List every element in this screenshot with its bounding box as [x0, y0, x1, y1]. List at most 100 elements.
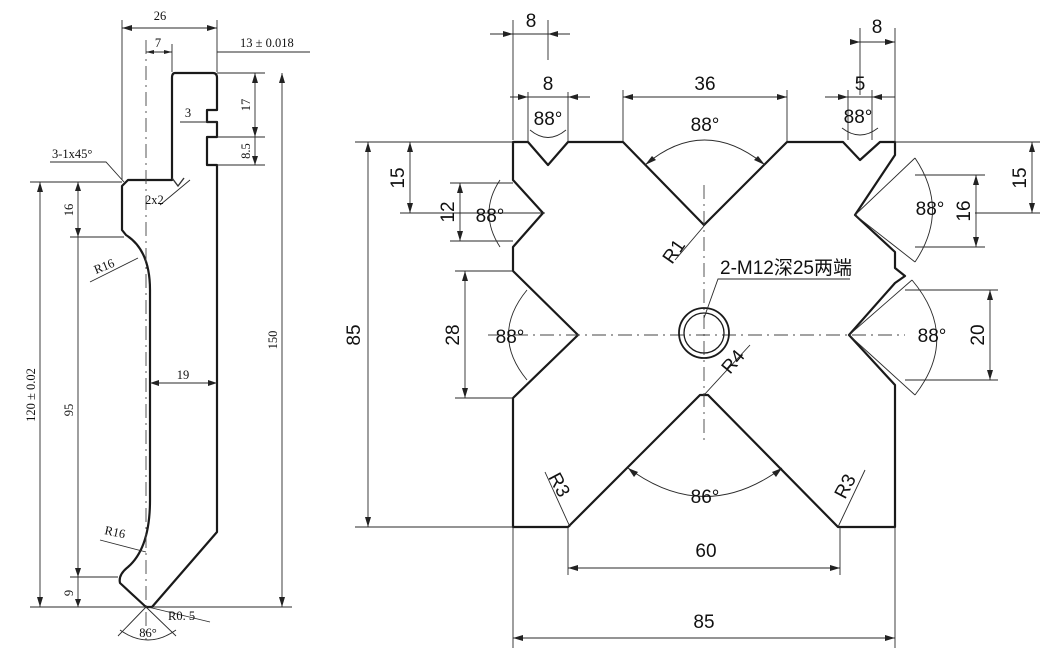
arrow	[150, 380, 159, 386]
front-radius-bottom-left: R3	[544, 469, 574, 500]
arrow	[252, 73, 258, 83]
ext-line	[848, 279, 913, 336]
arc-angle	[841, 127, 879, 136]
leader-r3-right	[837, 469, 866, 528]
side-dim-r-lower: R16	[103, 523, 126, 541]
arrow	[885, 635, 895, 641]
side-dim-r-upper: R16	[92, 256, 117, 277]
side-profile-outline	[118, 71, 219, 609]
side-groove	[171, 177, 185, 188]
leader-groove	[159, 179, 191, 206]
arrow	[75, 599, 81, 607]
arrow	[75, 568, 81, 577]
arc-angle	[627, 467, 783, 497]
arrow	[628, 468, 638, 477]
arrow	[772, 468, 782, 477]
arrow	[37, 182, 43, 192]
arc-angle	[911, 279, 938, 396]
threaded-hole-outer	[678, 307, 730, 359]
arrow	[457, 231, 463, 241]
arrow	[518, 94, 528, 100]
arc-angle	[914, 157, 933, 263]
arc-angle	[529, 129, 567, 138]
arrow	[1029, 142, 1035, 152]
front-dim-left-lower-opening: 28	[443, 324, 464, 345]
leader-r3-left	[544, 471, 571, 528]
front-dim-right-lower-opening: 20	[968, 324, 989, 345]
arrow	[75, 182, 81, 191]
arrow	[164, 50, 172, 54]
ext-line	[145, 606, 177, 637]
side-dim-width: 26	[154, 9, 167, 23]
side-dim-offset: 7	[155, 36, 161, 50]
arrow	[457, 183, 463, 193]
front-thread-note: 2-M12深25两端	[720, 257, 852, 279]
arrow	[208, 380, 217, 386]
arrow	[462, 271, 468, 281]
arrow	[37, 597, 43, 607]
leader-thread	[703, 278, 850, 319]
ext-line	[854, 157, 916, 216]
arrow	[1029, 203, 1035, 213]
arrow	[872, 94, 882, 100]
arrow	[777, 94, 787, 100]
ext-line	[854, 214, 916, 263]
leader-tip-radius	[147, 606, 211, 623]
arc-angle	[644, 139, 766, 166]
front-angle-top-right: 88°	[844, 107, 873, 128]
front-dim-right-upper-opening: 16	[954, 200, 975, 221]
front-dim-bottom-opening: 60	[695, 541, 716, 562]
side-dim-top-band: 16	[62, 204, 76, 217]
arrow	[830, 565, 840, 571]
front-radius-bottom-right: R3	[831, 471, 861, 502]
side-dim-body-width: 19	[177, 368, 190, 382]
arrow	[122, 25, 132, 31]
front-dim-left-upper-opening: 12	[438, 201, 459, 222]
front-block-outline	[511, 140, 907, 529]
arrow	[365, 142, 371, 152]
front-radius-top-center: R1	[659, 236, 690, 268]
ext-line	[848, 334, 916, 396]
threaded-hole-inner	[683, 312, 725, 354]
arrow	[973, 237, 979, 247]
leader-r4	[703, 344, 751, 396]
side-dim-groove: 2x2	[145, 193, 164, 207]
front-angle-top-center: 88°	[691, 115, 720, 136]
leader-r16-upper	[89, 257, 139, 283]
front-dim-left-upper-offset: 15	[388, 167, 409, 188]
arrow	[754, 156, 765, 165]
arrow	[973, 175, 979, 185]
arrow	[407, 142, 413, 152]
arrow	[279, 597, 285, 607]
front-dim-top-right-notch: 5	[855, 74, 866, 95]
side-view: 26 7 13 ± 0.018 3 17 8.5 3-1x45° 2x2	[24, 9, 310, 641]
side-dim-tip-angle: 86°	[139, 626, 157, 640]
arrow	[252, 127, 258, 137]
side-dim-chamfer: 3-1x45°	[52, 147, 92, 161]
front-angle-top-left: 88°	[534, 109, 563, 130]
front-angle-left-lower: 88°	[496, 327, 525, 348]
ext-line	[117, 606, 147, 637]
side-dim-tip-radius: R0. 5	[168, 609, 195, 623]
arc-angle	[488, 179, 501, 248]
front-dim-top-right-offset: 8	[872, 17, 883, 38]
side-dim-total-height: 150	[266, 331, 280, 350]
arrow	[568, 565, 578, 571]
side-dim-tang-lower: 8.5	[239, 143, 253, 159]
front-dim-height: 85	[344, 324, 365, 345]
front-angle-right-lower: 88°	[918, 326, 947, 347]
arrow	[885, 39, 895, 45]
side-dim-bottom-band: 9	[62, 590, 76, 596]
arrow	[987, 370, 993, 380]
front-view: 8 8 88° 36 88° 8 5	[344, 11, 1040, 648]
arrow	[850, 39, 860, 45]
front-dim-width: 85	[693, 612, 714, 633]
leader-r16-lower	[99, 539, 147, 553]
arrow	[75, 228, 81, 237]
arrow	[623, 94, 633, 100]
front-angle-left-upper: 88°	[476, 206, 505, 227]
front-dim-top-left-offset: 8	[526, 11, 537, 32]
front-dim-right-upper-offset: 15	[1010, 167, 1031, 188]
side-dim-middle: 95	[62, 404, 76, 417]
